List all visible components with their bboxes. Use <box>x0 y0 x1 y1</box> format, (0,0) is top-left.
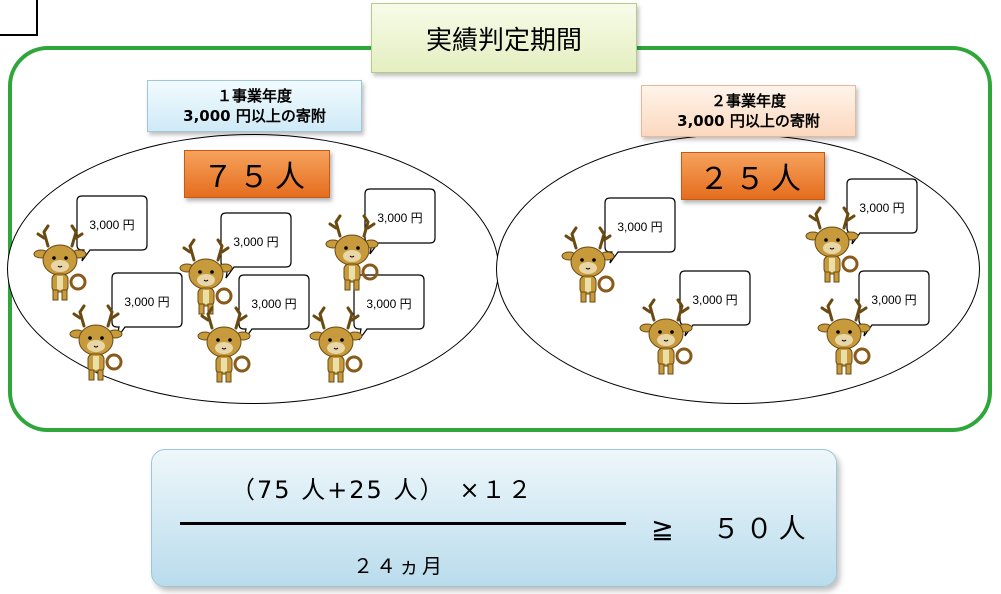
bubble-text: 3,000 円 <box>859 200 905 215</box>
year2-label-line1: ２事業年度 <box>710 92 786 110</box>
year2-count: ２５人 <box>681 152 825 200</box>
bubble-text: 3,000 円 <box>377 210 423 225</box>
deer-mascot-icon <box>638 298 694 376</box>
deer-mascot-icon <box>816 298 872 376</box>
bubble-text: 3,000 円 <box>366 296 412 311</box>
year1-label: １事業年度 3,000 円以上の寄附 <box>147 80 362 132</box>
year2-count-text: ２５人 <box>699 162 807 197</box>
corner-mark <box>0 0 38 36</box>
year1-label-line1: １事業年度 <box>216 87 292 105</box>
deer-mascot-icon <box>308 306 364 384</box>
deer-mascot-icon <box>804 206 860 284</box>
year1-label-line2: 3,000 円以上の寄附 <box>183 107 326 125</box>
bubble-text: 3,000 円 <box>251 296 297 311</box>
year1-count: ７５人 <box>184 150 330 198</box>
deer-mascot-icon <box>32 224 88 302</box>
formula-denominator: ２４ヵ月 <box>353 554 445 578</box>
bubble-text: 3,000 円 <box>124 294 170 309</box>
bubble-text: 3,000 円 <box>871 292 917 307</box>
bubble-text: 3,000 円 <box>692 292 738 307</box>
fraction-line <box>180 522 626 525</box>
bubble-text: 3,000 円 <box>617 219 663 234</box>
period-title: 実績判定期間 <box>371 3 637 73</box>
deer-mascot-icon <box>560 226 616 304</box>
year2-label: ２事業年度 3,000 円以上の寄附 <box>641 85 856 137</box>
year2-label-line2: 3,000 円以上の寄附 <box>677 112 820 130</box>
deer-mascot-icon <box>324 214 380 292</box>
formula-result: ≧ ５０人 <box>651 514 812 545</box>
speech-bubble-icon <box>364 188 436 255</box>
formula-numerator: （75 人+25 人） ×１２ <box>231 476 534 504</box>
period-title-text: 実績判定期間 <box>425 25 582 56</box>
speech-bubble-icon <box>220 212 292 279</box>
deer-mascot-icon <box>68 304 124 382</box>
deer-mascot-icon <box>196 306 252 384</box>
bubble-text: 3,000 円 <box>233 234 279 249</box>
bubble-text: 3,000 円 <box>89 217 135 232</box>
year1-count-text: ７５人 <box>203 160 311 195</box>
formula-box <box>151 449 837 587</box>
